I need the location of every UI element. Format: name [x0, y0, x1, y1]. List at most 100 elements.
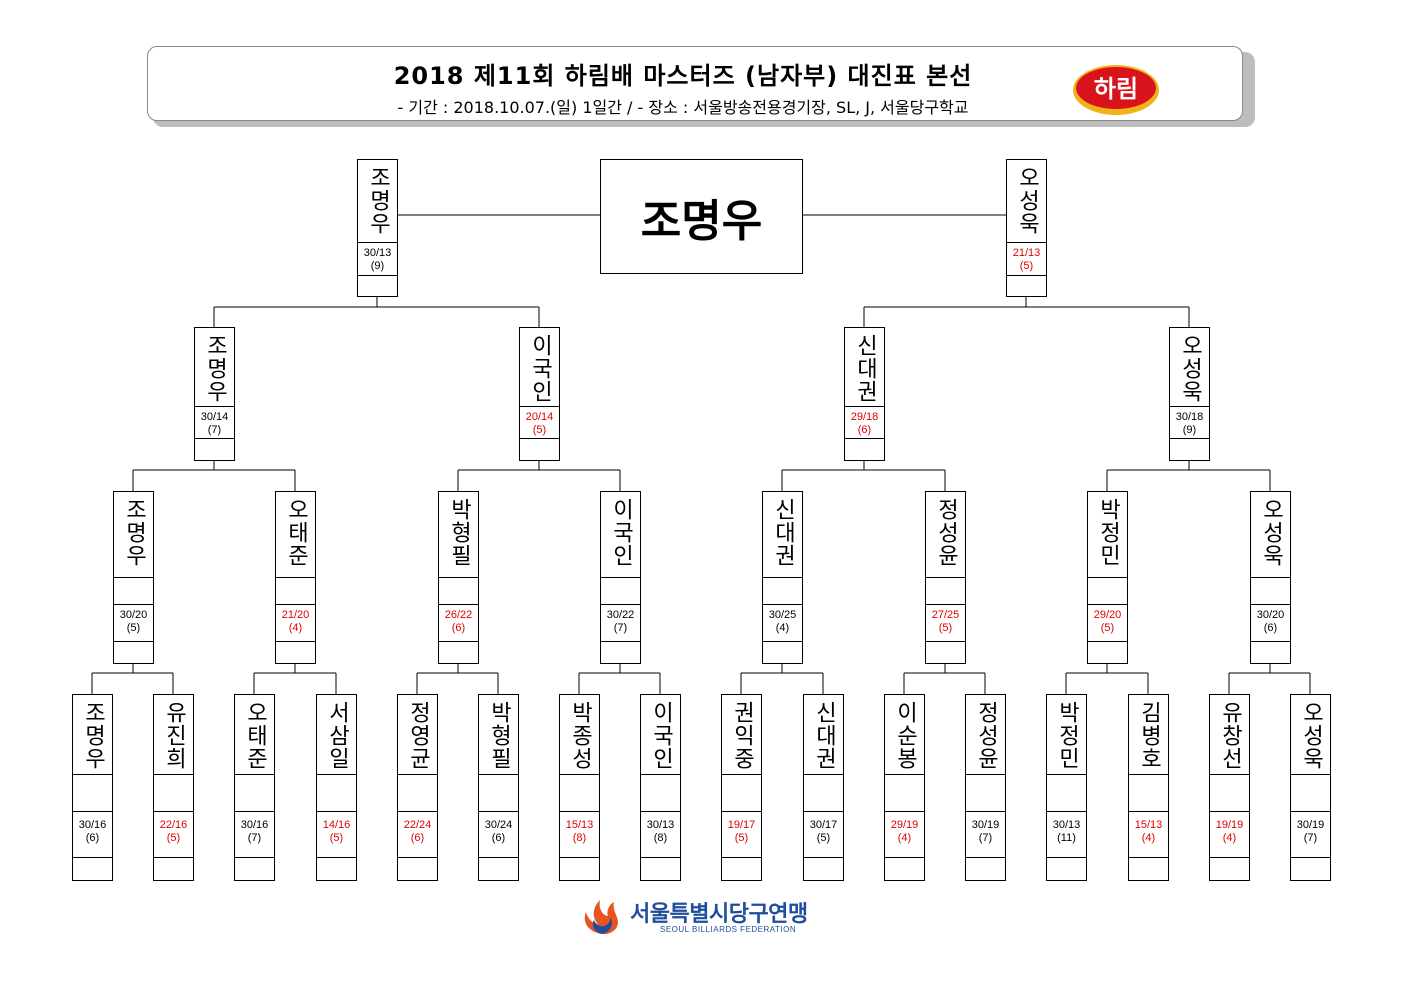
round16-player-box: 유진희 22/16(5) [153, 694, 194, 881]
round16-player-box: 신대권 30/17(5) [803, 694, 844, 881]
player-name: 이국인 [648, 701, 674, 770]
player-name: 유진희 [161, 701, 187, 770]
match-score: 29/19(4) [885, 811, 924, 858]
final-player-box: 오성욱 21/13(5) [1006, 159, 1047, 297]
round16-player-box: 이국인 30/13(8) [640, 694, 681, 881]
round16-player-box: 서삼일 14/16(5) [316, 694, 357, 881]
header-panel [147, 46, 1243, 121]
player-name: 신대권 [811, 701, 837, 770]
quarter-player-box: 정성윤 27/25(5) [925, 491, 966, 664]
player-name: 조명우 [202, 334, 228, 403]
round16-player-box: 권익중 19/17(5) [721, 694, 762, 881]
round16-player-box: 오태준 30/16(7) [234, 694, 275, 881]
player-name: 신대권 [770, 498, 796, 567]
match-score: 30/18(9) [1170, 407, 1209, 439]
player-name: 조명우 [365, 166, 391, 235]
match-score: 22/24(6) [398, 811, 437, 858]
player-name: 서삼일 [324, 701, 350, 770]
match-score: 15/13(8) [560, 811, 599, 858]
semi-player-box: 이국인 20/14(5) [519, 327, 560, 461]
semi-player-box: 조명우 30/14(7) [194, 327, 235, 461]
flame-emblem-icon [584, 900, 618, 935]
quarter-player-box: 이국인 30/22(7) [600, 491, 641, 664]
quarter-player-box: 박정민 29/20(5) [1087, 491, 1128, 664]
federation-name: 서울특별시당구연맹 [630, 902, 808, 927]
round16-player-box: 정성윤 30/19(7) [965, 694, 1006, 881]
match-score: 30/13(8) [641, 811, 680, 858]
match-score: 22/16(5) [154, 811, 193, 858]
semi-player-box: 오성욱 30/18(9) [1169, 327, 1210, 461]
player-name: 오태준 [283, 498, 309, 567]
round16-player-box: 오성욱 30/19(7) [1290, 694, 1331, 881]
champion-box: 조명우 [600, 159, 803, 274]
player-name: 오태준 [242, 701, 268, 770]
player-name: 박정민 [1095, 498, 1121, 567]
player-name: 오성욱 [1258, 498, 1284, 567]
player-name: 신대권 [852, 334, 878, 403]
player-name: 정성윤 [973, 701, 999, 770]
player-name: 권익중 [729, 701, 755, 770]
match-score: 19/17(5) [722, 811, 761, 858]
round16-player-box: 정영균 22/24(6) [397, 694, 438, 881]
match-score: 30/16(7) [235, 811, 274, 858]
player-name: 조명우 [121, 498, 147, 567]
player-name: 오성욱 [1298, 701, 1324, 770]
player-name: 이순봉 [892, 701, 918, 770]
match-score: 30/19(7) [1291, 811, 1330, 858]
match-score: 14/16(5) [317, 811, 356, 858]
round16-player-box: 유창선 19/19(4) [1209, 694, 1250, 881]
federation-name-en: SEOUL BILLIARDS FEDERATION [660, 925, 797, 934]
player-name: 박종성 [567, 701, 593, 770]
match-score: 30/20(5) [114, 604, 153, 642]
harim-logo: 하림 [1072, 64, 1160, 116]
match-score: 19/19(4) [1210, 811, 1249, 858]
match-score: 30/24(6) [479, 811, 518, 858]
harim-logo-text: 하림 [1094, 75, 1138, 103]
player-name: 유창선 [1217, 701, 1243, 770]
match-score: 30/25(4) [763, 604, 802, 642]
match-score: 21/13(5) [1007, 243, 1046, 276]
match-score: 30/19(7) [966, 811, 1005, 858]
quarter-player-box: 오성욱 30/20(6) [1250, 491, 1291, 664]
player-name: 김병호 [1136, 701, 1162, 770]
match-score: 30/13(11) [1047, 811, 1086, 858]
round16-player-box: 김병호 15/13(4) [1128, 694, 1169, 881]
quarter-player-box: 오태준 21/20(4) [275, 491, 316, 664]
page-title: 2018 제11회 하림배 마스터즈 (남자부) 대진표 본선 [393, 62, 973, 90]
player-name: 박형필 [486, 701, 512, 770]
round16-player-box: 박정민 30/13(11) [1046, 694, 1087, 881]
match-score: 15/13(4) [1129, 811, 1168, 858]
round16-player-box: 이순봉 29/19(4) [884, 694, 925, 881]
player-name: 정성윤 [933, 498, 959, 567]
player-name: 박형필 [446, 498, 472, 567]
match-score: 20/14(5) [520, 407, 559, 439]
player-name: 오성욱 [1014, 166, 1040, 235]
match-score: 26/22(6) [439, 604, 478, 642]
player-name: 박정민 [1054, 701, 1080, 770]
player-name: 정영균 [405, 701, 431, 770]
quarter-player-box: 신대권 30/25(4) [762, 491, 803, 664]
match-score: 30/13(9) [358, 243, 397, 276]
match-score: 29/18(6) [845, 407, 884, 439]
match-score: 21/20(4) [276, 604, 315, 642]
match-score: 30/22(7) [601, 604, 640, 642]
round16-player-box: 박형필 30/24(6) [478, 694, 519, 881]
match-score: 27/25(5) [926, 604, 965, 642]
match-score: 30/17(5) [804, 811, 843, 858]
match-score: 30/14(7) [195, 407, 234, 439]
round16-player-box: 박종성 15/13(8) [559, 694, 600, 881]
player-name: 오성욱 [1177, 334, 1203, 403]
player-name: 이국인 [527, 334, 553, 403]
event-period-venue: - 기간 : 2018.10.07.(일) 1일간 / - 장소 : 서울방송전… [397, 98, 969, 117]
semi-player-box: 신대권 29/18(6) [844, 327, 885, 461]
quarter-player-box: 박형필 26/22(6) [438, 491, 479, 664]
round16-player-box: 조명우 30/16(6) [72, 694, 113, 881]
player-name: 이국인 [608, 498, 634, 567]
match-score: 30/16(6) [73, 811, 112, 858]
match-score: 29/20(5) [1088, 604, 1127, 642]
final-player-box: 조명우 30/13(9) [357, 159, 398, 297]
player-name: 조명우 [80, 701, 106, 770]
match-score: 30/20(6) [1251, 604, 1290, 642]
quarter-player-box: 조명우 30/20(5) [113, 491, 154, 664]
